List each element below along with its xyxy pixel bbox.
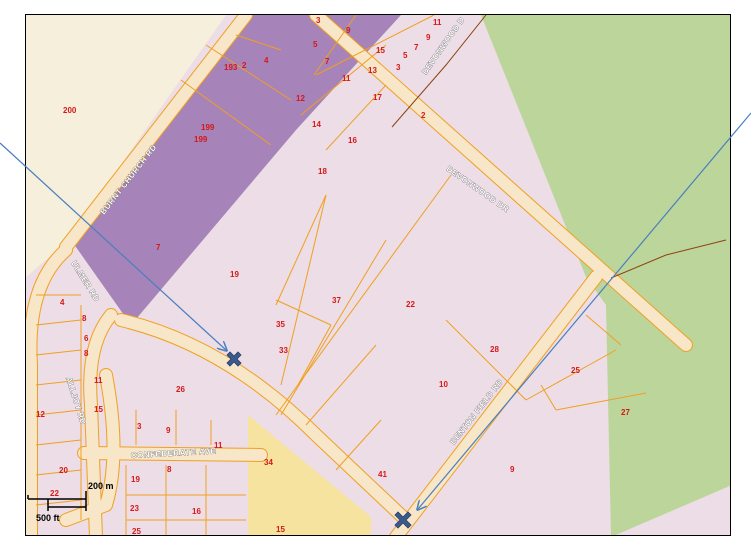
- parcel-label: 37: [332, 296, 341, 305]
- parcel-label: 14: [312, 120, 321, 129]
- parcel-label: 11: [214, 441, 223, 450]
- parcel-label: 34: [264, 458, 273, 467]
- parcel-label: 17: [373, 93, 382, 102]
- parcel-label: 20: [59, 466, 68, 475]
- parcel-label: 8: [167, 465, 172, 474]
- parcel-label: 8: [82, 314, 87, 323]
- parcel-label: 33: [279, 346, 288, 355]
- parcel-label: 3: [396, 63, 401, 72]
- map-canvas[interactable]: BURNT CHURCH RD DEVONWOOD D DEVONWOOD DR…: [26, 15, 731, 536]
- parcel-label: 22: [50, 489, 59, 498]
- parcel-label: 11: [433, 18, 442, 27]
- parcel-label: 9: [166, 426, 171, 435]
- parcel-label: 7: [325, 57, 330, 66]
- parcel-label: 9: [510, 465, 515, 474]
- parcel-label: 12: [296, 94, 305, 103]
- parcel-label: 2: [242, 61, 247, 70]
- parcel-label: 15: [276, 525, 285, 534]
- parcel-label: 27: [621, 408, 630, 417]
- parcel-label: 11: [94, 376, 103, 385]
- parcel-label: 200: [63, 106, 77, 115]
- parcel-label: 22: [406, 300, 415, 309]
- parcel-label: 5: [313, 40, 318, 49]
- map-frame[interactable]: BURNT CHURCH RD DEVONWOOD D DEVONWOOD DR…: [25, 14, 731, 536]
- boundary-line-north: [391, 15, 487, 128]
- parcel-label: 41: [378, 470, 387, 479]
- parcel-label: 13: [368, 66, 377, 75]
- parcel-label: 193: [224, 63, 238, 72]
- parcel-label: 16: [192, 507, 201, 516]
- parcel-label: 18: [318, 167, 327, 176]
- parcel-label: 11: [342, 74, 351, 83]
- parcel-label: 10: [439, 380, 448, 389]
- location-marker-1[interactable]: [226, 351, 242, 367]
- scale-bar: 200 m 500 ft: [27, 481, 114, 523]
- parcel-label: 19: [230, 270, 239, 279]
- parcel-label: 3: [137, 422, 142, 431]
- parcel-label: 9: [346, 26, 351, 35]
- parcel-label: 9: [426, 33, 431, 42]
- parcel-label: 25: [571, 366, 580, 375]
- location-marker-2[interactable]: [394, 511, 412, 529]
- parcel-label: 23: [130, 504, 139, 513]
- parcel-label: 7: [414, 43, 419, 52]
- parcel-label: 7: [156, 243, 161, 252]
- parcel-label: 5: [403, 51, 408, 60]
- parcel-label: 15: [376, 46, 385, 55]
- parcel-label: 4: [264, 56, 269, 65]
- parcel-label: 8: [84, 349, 89, 358]
- scale-label-imperial: 500 ft: [36, 513, 60, 523]
- parcel-label: 3: [316, 16, 321, 25]
- parcel-label: 15: [94, 405, 103, 414]
- scale-label-metric: 200 m: [88, 481, 114, 491]
- yellow-zone: [248, 415, 371, 535]
- parcel-label: 4: [60, 298, 65, 307]
- parcel-label: 199: [194, 135, 208, 144]
- parcel-label: 28: [490, 345, 499, 354]
- parcel-label: 16: [348, 136, 357, 145]
- parcel-label: 26: [176, 385, 185, 394]
- parcel-label: 6: [84, 334, 89, 343]
- parcel-label: 12: [36, 410, 45, 419]
- parcel-label: 25: [132, 527, 141, 536]
- parcel-label: 2: [421, 111, 426, 120]
- parcel-label: 19: [131, 475, 140, 484]
- parcel-label: 199: [201, 123, 215, 132]
- parcel-label: 35: [276, 320, 285, 329]
